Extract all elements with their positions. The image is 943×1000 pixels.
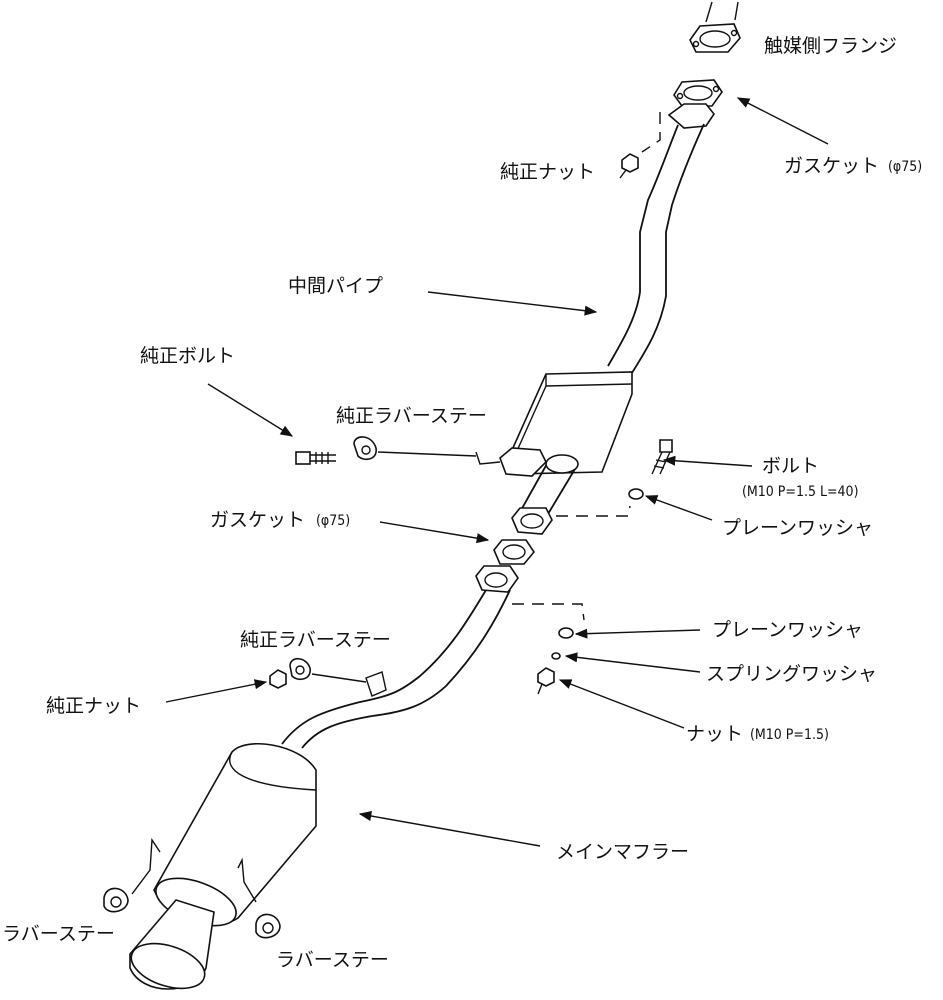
- label-oem-nut-top: 純正ナット: [500, 161, 595, 183]
- middle-pipe-part: [607, 103, 715, 377]
- label-bolt-spec: (M10 P=1.5 L=40): [742, 484, 858, 500]
- mid-flange-part: [511, 505, 631, 535]
- label-bolt: ボルト: [762, 455, 819, 477]
- label-nut: ナット: [686, 723, 743, 745]
- main-muffler-part: [129, 742, 317, 990]
- oem-rubber-stay-lower-part: [289, 657, 367, 683]
- gasket-top-part: [673, 79, 723, 107]
- catalyst-flange-part: [689, 1, 741, 53]
- label-oem-rubber-stay-lower: 純正ラバーステー: [240, 629, 391, 651]
- label-nut-spec: (M10 P=1.5): [750, 727, 829, 743]
- main-pipe-part: [281, 565, 585, 749]
- label-plain-washer-lower: プレーンワッシャ: [712, 619, 863, 641]
- label-catalyst-flange: 触媒側フランジ: [764, 35, 897, 57]
- plain-washer-upper-part: [628, 488, 644, 500]
- label-rubber-stay-right: ラバーステー: [276, 949, 389, 971]
- spring-washer-part: [551, 652, 561, 660]
- label-gasket-top-size: (φ75): [888, 159, 922, 175]
- label-oem-nut-lower: 純正ナット: [46, 695, 141, 717]
- label-oem-rubber-stay-upper: 純正ラバーステー: [336, 405, 487, 427]
- bolt-part: [651, 439, 673, 475]
- center-silencer-part: [475, 371, 633, 515]
- leader-lines: [165, 97, 829, 847]
- plain-washer-lower-part: [558, 627, 574, 639]
- gasket-mid-part: [493, 539, 535, 565]
- label-gasket-mid: ガスケット: [210, 509, 305, 531]
- label-plain-washer-upper: プレーンワッシャ: [722, 517, 873, 539]
- oem-bolt-part: [295, 451, 336, 465]
- label-spring-washer: スプリングワッシャ: [706, 663, 877, 685]
- oem-nut-lower-part: [269, 669, 287, 689]
- label-gasket-mid-size: (φ75): [316, 513, 350, 529]
- label-middle-pipe: 中間パイプ: [288, 275, 383, 297]
- label-gasket-top: ガスケット: [784, 155, 879, 177]
- label-rubber-stay-left: ラバーステー: [2, 923, 115, 945]
- label-main-muffler: メインマフラー: [556, 841, 689, 863]
- rubber-stay-right-part: [255, 913, 281, 939]
- label-oem-bolt: 純正ボルト: [140, 345, 235, 367]
- nut-part: [537, 667, 555, 695]
- rubber-stay-left-part: [103, 887, 129, 913]
- oem-nut-top-part: [619, 153, 639, 179]
- oem-rubber-stay-upper-part: [353, 436, 477, 461]
